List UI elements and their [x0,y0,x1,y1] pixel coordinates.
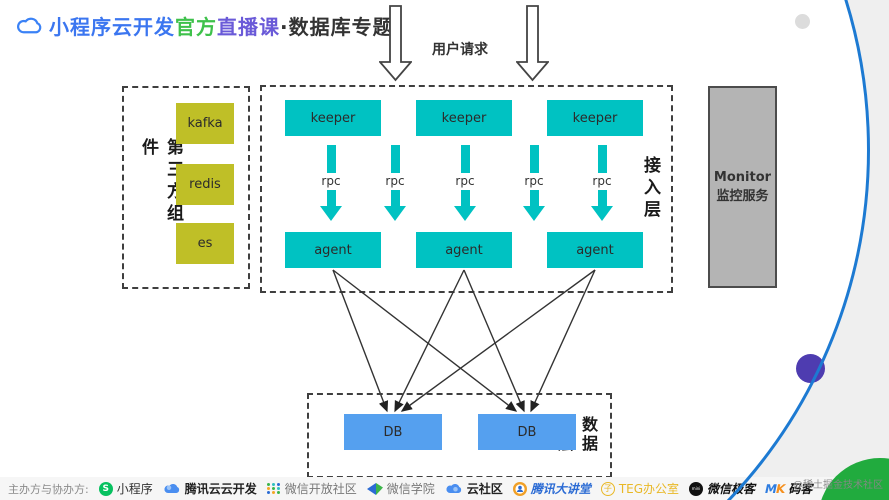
rpc-arrowhead-icon [320,206,342,221]
sponsor-tencent-lecture-hall: 腾讯大讲堂 [512,480,591,497]
wechat-geek-icon: mini [689,481,704,496]
rpc-arrow: rpc [383,145,407,221]
rpc-arrow: rpc [453,145,477,221]
access-layer-group: 接入层 keeper keeper keeper rpc rpc rpc rpc [260,85,673,293]
mini-program-icon: S [98,481,113,496]
rpc-arrow-shaft [597,145,607,173]
sponsor-prefix-label: 主办方与协办方: [8,482,89,496]
sponsor-label: 码客 [788,482,813,496]
header: 小程序云开发官方直播课·数据库专题 [16,11,394,40]
rpc-arrowhead-icon [454,206,476,221]
rpc-arrow-shaft [460,190,470,206]
rpc-arrow-shaft [460,145,470,173]
rpc-arrow: rpc [522,145,546,221]
component-box-es: es [176,223,234,264]
rpc-arrow-shaft [529,145,539,173]
rpc-arrow-shaft [390,145,400,173]
rpc-arrow-shaft [326,145,336,173]
keeper-box: keeper [416,100,512,136]
agent-box: agent [416,232,512,268]
access-layer-label: 接入层 [640,156,660,222]
teg-office-icon: 子 [600,481,615,496]
third-party-group: 第三方组件 kafka redis es [122,86,250,289]
cloud-community-icon [446,483,461,494]
user-request-arrow-left [379,5,412,82]
sponsor-wechat-open-community: 微信开放社区 [266,480,357,497]
component-box-kafka: kafka [176,103,234,144]
sponsor-wechat-academy: 微信学院 [366,480,435,497]
sponsor-label: 微信学院 [386,482,435,496]
sponsor-label: 腾讯大讲堂 [530,482,591,496]
sponsor-tencent-cloudbase: 腾讯云云开发 [163,480,257,497]
sponsor-label: 腾讯云云开发 [184,482,257,496]
rpc-arrow-shaft [326,190,336,206]
decor-gray-dot [795,14,810,29]
wechat-open-community-icon [266,483,281,494]
rpc-arrowhead-icon [384,206,406,221]
monitor-box: Monitor 监控服务 [708,86,777,288]
db-box: DB [344,414,442,450]
tencent-cloudbase-icon [164,483,179,494]
rpc-arrow: rpc [590,145,614,221]
user-request-arrow-right [516,5,549,82]
sponsor-label: 云社区 [466,482,503,496]
rpc-arrowhead-icon [591,206,613,221]
component-box-redis: redis [176,164,234,205]
rpc-arrowhead-icon [523,206,545,221]
db-box: DB [478,414,576,450]
agent-box: agent [547,232,643,268]
decor-purple-dot [796,354,825,383]
rpc-label: rpc [592,174,612,188]
sponsor-label: 小程序 [116,482,153,496]
database-layer-group: 数据库层 DB DB [307,393,612,478]
cloudbase-logo-icon [17,17,42,34]
rpc-label: rpc [455,174,475,188]
title-part-2: 官方 [175,15,217,39]
sponsor-mini-program: S 小程序 [98,480,153,497]
keeper-box: keeper [285,100,381,136]
keeper-box: keeper [547,100,643,136]
sponsor-cloud-community: 云社区 [445,480,503,497]
rpc-label: rpc [385,174,405,188]
title-part-3: 直播课 [217,15,280,39]
maker-mk-icon: MK [763,481,786,496]
wechat-academy-icon [366,482,383,495]
agent-box: agent [285,232,381,268]
rpc-label: rpc [524,174,544,188]
sponsor-teg-office: 子 TEG办公室 [600,480,680,497]
monitor-title: Monitor [713,169,772,185]
rpc-arrow: rpc [319,145,343,221]
sponsor-label: TEG办公室 [618,482,680,496]
rpc-label: rpc [321,174,341,188]
title-part-1: 小程序云开发 [49,15,175,39]
rpc-arrow-shaft [390,190,400,206]
monitor-subtitle: 监控服务 [716,189,769,204]
rpc-arrow-shaft [529,190,539,206]
sponsor-bar: 主办方与协办方: S 小程序 腾讯云云开发 微信开放社区 [0,477,889,500]
title-part-4: ·数据库专题 [280,15,394,39]
user-request-label: 用户请求 [432,42,488,58]
page-title: 小程序云开发官方直播课·数据库专题 [49,11,394,40]
sponsor-wechat-geek: mini 微信极客 [689,480,755,497]
sponsor-label: 微信开放社区 [284,482,357,496]
rpc-arrow-shaft [597,190,607,206]
tencent-lecture-hall-icon [512,481,527,496]
sponsor-maker: MK 码客 [763,480,813,497]
sponsor-label: 微信极客 [707,482,756,496]
watermark-text: @稀土掘金技术社区 [793,480,883,491]
